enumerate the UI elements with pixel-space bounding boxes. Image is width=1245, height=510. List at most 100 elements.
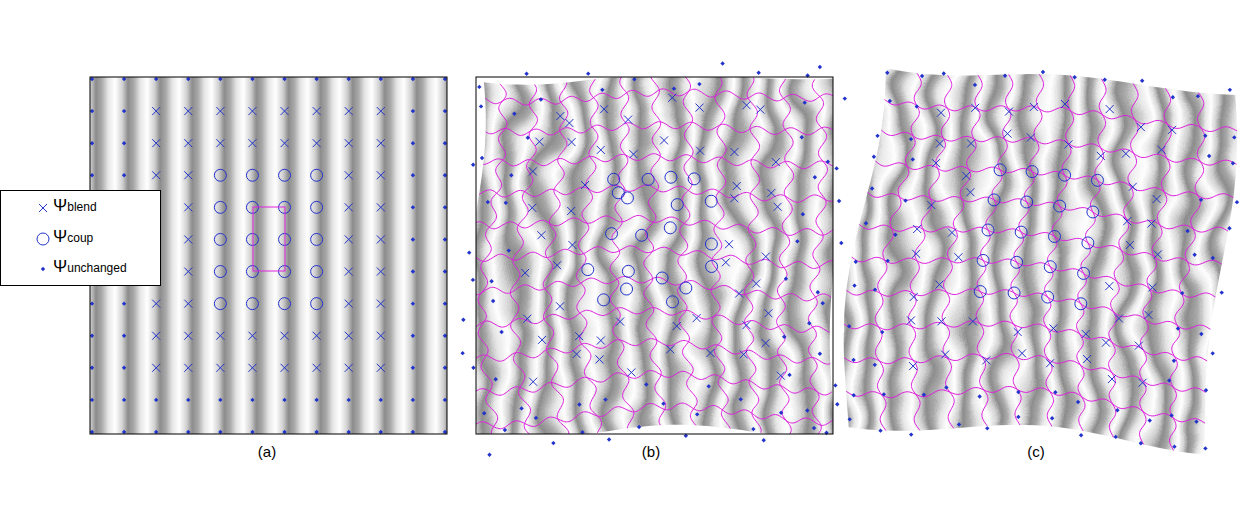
grid-line <box>472 154 853 169</box>
coup-marker <box>608 173 620 185</box>
unchanged-marker <box>154 398 158 402</box>
unchanged-marker <box>875 134 879 138</box>
unchanged-marker <box>411 334 415 338</box>
blend-marker <box>1105 282 1113 290</box>
unchanged-marker <box>487 453 491 457</box>
unchanged-marker <box>802 100 806 104</box>
blend-marker <box>772 158 780 166</box>
unchanged-marker <box>600 88 604 92</box>
unchanged-marker <box>800 135 804 139</box>
blend-marker <box>345 171 353 179</box>
warped-panel <box>446 47 863 464</box>
unchanged-marker <box>893 233 897 237</box>
warped-stripes <box>446 47 863 464</box>
coup-marker <box>671 199 683 211</box>
blend-marker <box>377 300 385 308</box>
unchanged-marker <box>847 324 851 328</box>
blend-marker <box>1137 123 1145 131</box>
unchanged-marker <box>282 398 286 402</box>
stripe-image <box>832 47 1245 464</box>
unchanged-marker <box>512 112 516 116</box>
blend-marker <box>954 253 962 261</box>
unchanged-marker <box>847 417 851 421</box>
unchanged-marker <box>471 365 475 369</box>
unchanged-marker <box>250 398 254 402</box>
unchanged-marker <box>411 141 415 145</box>
unchanged-marker <box>503 428 507 432</box>
unchanged-marker <box>1231 161 1235 165</box>
unchanged-marker <box>460 351 464 355</box>
blend-marker <box>666 345 674 353</box>
blend-marker <box>1148 219 1156 227</box>
coup-marker <box>1091 174 1103 186</box>
blend-marker <box>377 171 385 179</box>
grid-line <box>808 67 827 450</box>
unchanged-marker <box>873 287 877 291</box>
panel-frame <box>476 77 833 434</box>
blend-marker <box>913 225 921 233</box>
unchanged-marker <box>122 141 126 145</box>
grid-line <box>873 97 1245 133</box>
unchanged-marker <box>672 86 676 90</box>
unchanged-marker <box>973 83 977 87</box>
blend-marker <box>568 138 576 146</box>
unchanged-marker <box>852 393 856 397</box>
blend-marker <box>565 119 573 127</box>
coup-marker <box>1026 166 1038 178</box>
blend-marker <box>528 204 536 212</box>
blend-marker <box>762 339 770 347</box>
blend-marker <box>730 148 738 156</box>
blend-marker <box>184 364 192 372</box>
grid-line <box>458 371 842 396</box>
unchanged-marker <box>519 406 523 410</box>
coup-marker <box>656 272 668 284</box>
grid-line <box>468 185 853 202</box>
blend-marker <box>281 364 289 372</box>
unchanged-marker <box>1172 444 1176 448</box>
blend-marker <box>693 314 701 322</box>
coup-marker <box>994 164 1006 176</box>
unchanged-marker <box>632 77 636 81</box>
unchanged-marker <box>805 408 809 412</box>
unchanged-marker <box>903 198 907 202</box>
coup-marker <box>606 228 618 240</box>
blend-marker <box>1097 152 1105 160</box>
blend-marker <box>962 172 970 180</box>
unchanged-marker <box>507 248 511 252</box>
unchanged-marker <box>411 109 415 113</box>
unchanged-marker <box>186 398 190 402</box>
blend-marker <box>927 201 935 209</box>
blend-marker <box>673 322 681 330</box>
blend-marker <box>1123 217 1131 225</box>
unchanged-marker <box>813 175 817 179</box>
clipped-image <box>832 47 1245 464</box>
blend-marker <box>184 171 192 179</box>
blend-marker <box>596 355 604 363</box>
grid-line <box>848 222 1233 266</box>
blend-marker <box>752 280 760 288</box>
blend-marker <box>345 107 353 115</box>
blend-marker <box>1014 328 1022 336</box>
blend-marker <box>1030 103 1038 111</box>
blend-marker <box>696 104 704 112</box>
unchanged-marker <box>801 212 805 216</box>
blend-marker <box>597 146 605 154</box>
blend-marker <box>1153 195 1161 203</box>
unchanged-marker <box>835 402 839 406</box>
blend-marker <box>1145 311 1153 319</box>
coup-marker <box>988 194 1000 206</box>
unchanged-marker <box>1140 79 1144 83</box>
blend-marker <box>629 150 637 158</box>
grid-line <box>510 73 537 454</box>
unchanged-marker <box>807 321 811 325</box>
unchanged-marker <box>491 299 495 303</box>
unchanged-marker <box>695 412 699 416</box>
unchanged-marker <box>909 137 913 141</box>
coup-marker <box>1059 169 1071 181</box>
blend-marker <box>152 171 160 179</box>
coup-marker <box>621 283 633 295</box>
unchanged-marker <box>1114 435 1118 439</box>
unchanged-marker <box>1210 351 1214 355</box>
blend-marker <box>184 139 192 147</box>
coup-marker <box>1042 291 1054 303</box>
